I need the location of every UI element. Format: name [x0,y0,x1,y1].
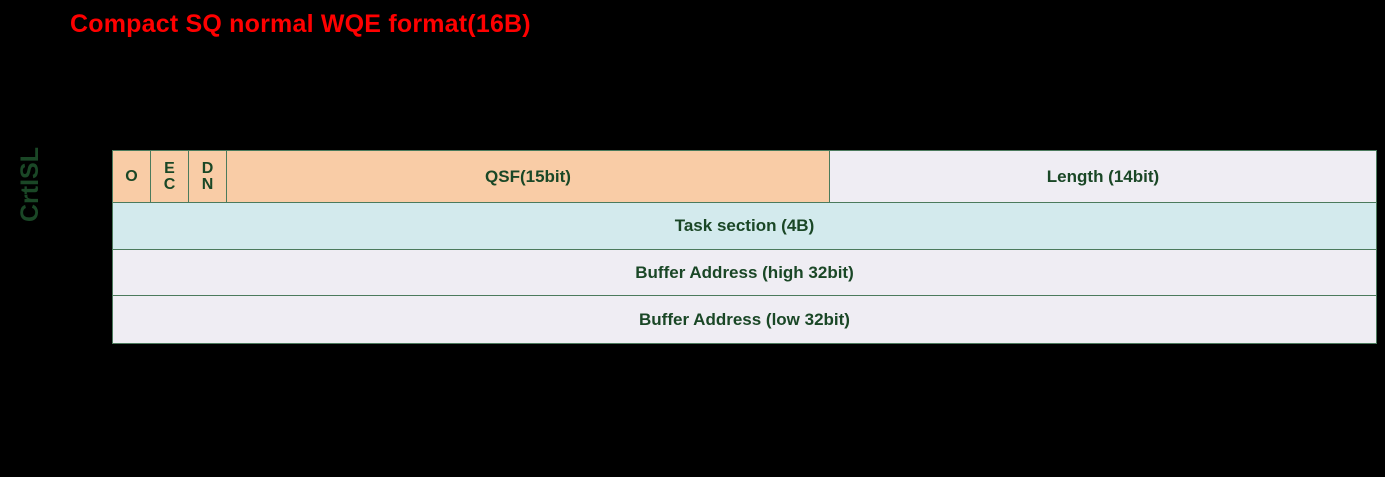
table-row: Task section (4B) [113,203,1376,250]
cell-o-flag: O [113,151,151,203]
table-row: Buffer Address (low 32bit) [113,296,1376,343]
cell-length: Length (14bit) [830,151,1376,203]
cell-task-section: Task section (4B) [113,203,1376,249]
page-title: Compact SQ normal WQE format(16B) [70,10,531,38]
cell-dn-flag: D N [189,151,227,203]
wqe-format-table: O E C D N QSF(15bit) Length (14bit) Task… [112,150,1377,344]
cell-label-line-1: E [164,159,175,177]
cell-buffer-address-low: Buffer Address (low 32bit) [113,296,1376,343]
cell-label: O [125,168,138,186]
cell-label-line-2: N [201,175,214,193]
cell-label-line-1: D [201,159,214,177]
vertical-axis-label-text: CrtISL [15,146,44,222]
cell-label-line-2: C [163,175,176,193]
cell-ec-flag: E C [151,151,189,203]
table-row: Buffer Address (high 32bit) [113,249,1376,297]
cell-buffer-address-high: Buffer Address (high 32bit) [113,249,1376,296]
cell-qsf: QSF(15bit) [227,151,830,203]
table-row: O E C D N QSF(15bit) Length (14bit) [113,151,1376,204]
